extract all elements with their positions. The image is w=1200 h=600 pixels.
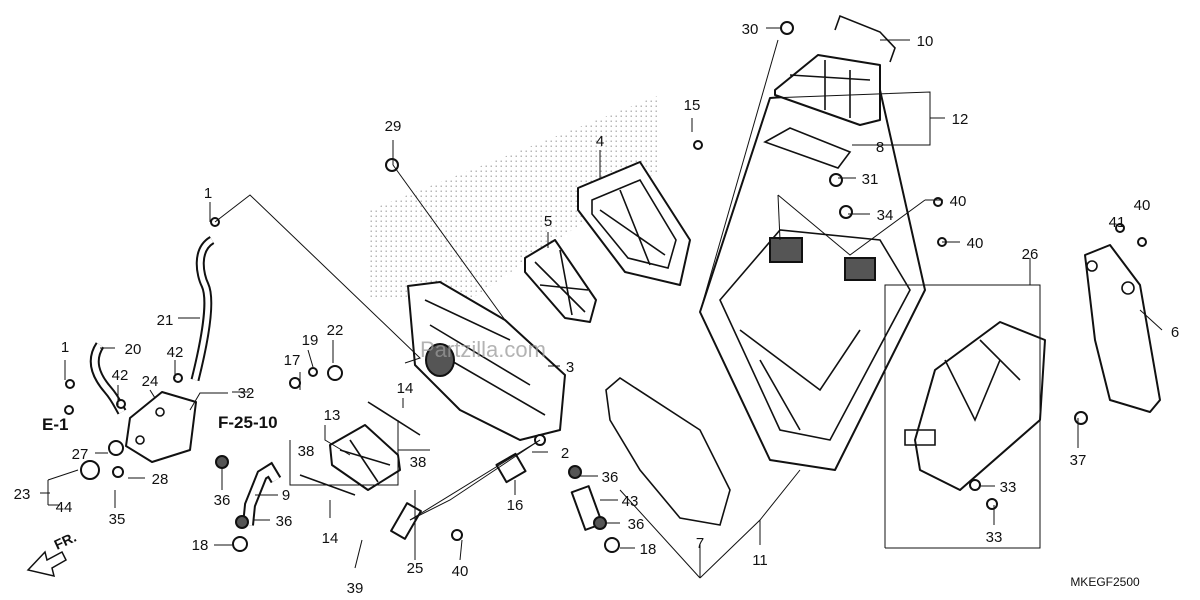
front-direction-arrow: FR. [26, 529, 79, 578]
callout-36a: 36 [214, 492, 231, 509]
callout-40a: 40 [950, 193, 967, 210]
ref-e-1: E-1 [42, 415, 68, 434]
callout-32: 32 [238, 385, 255, 402]
callout-34: 34 [877, 207, 894, 224]
callout-44: 44 [56, 499, 73, 516]
callout-7: 7 [696, 535, 704, 552]
callout-8: 8 [876, 139, 884, 156]
callout-26: 26 [1022, 246, 1039, 263]
callout-39: 39 [347, 580, 364, 597]
callout-14b: 14 [322, 530, 339, 547]
callout-36c: 36 [602, 469, 619, 486]
air-filter-element-shape [577, 161, 691, 286]
breather-box-shape [125, 391, 197, 463]
callout-25: 25 [407, 560, 424, 577]
callout-33b: 33 [986, 529, 1003, 546]
leader-lines [40, 27, 1163, 579]
callout-16: 16 [507, 497, 524, 514]
callout-2: 2 [561, 445, 569, 462]
callout-14a: 14 [397, 380, 414, 397]
callout-4: 4 [596, 133, 604, 150]
callout-15: 15 [684, 97, 701, 114]
callout-19: 19 [302, 332, 319, 349]
callout-38b: 38 [410, 454, 427, 471]
element-holder-shape [524, 239, 597, 323]
callout-30: 30 [742, 21, 759, 38]
callout-31: 31 [862, 171, 879, 188]
callout-43: 43 [622, 493, 639, 510]
callout-38a: 38 [298, 443, 315, 460]
callout-35: 35 [109, 511, 126, 528]
duct-gasket-shape [763, 127, 852, 169]
callout-18a: 18 [192, 537, 209, 554]
callout-40c: 40 [1134, 197, 1151, 214]
callout-20: 20 [125, 341, 142, 358]
shading-region [370, 95, 660, 300]
callout-27: 27 [72, 446, 89, 463]
callout-36b: 36 [276, 513, 293, 530]
callout-12: 12 [952, 111, 969, 128]
side-cover-assembly-shape [904, 321, 1046, 491]
callout-40b: 40 [967, 235, 984, 252]
callout-1b: 1 [61, 339, 69, 356]
ref-f-25-10: F-25-10 [218, 413, 278, 432]
watermark: Partzilla.com [420, 337, 546, 362]
hose-9-fill [244, 464, 280, 526]
callout-28: 28 [152, 471, 169, 488]
callout-40d: 40 [452, 563, 469, 580]
clip-shape [834, 14, 896, 63]
air-cleaner-housing-shape [699, 89, 926, 471]
callout-37: 37 [1070, 452, 1087, 469]
callout-6: 6 [1171, 324, 1179, 341]
front-label: FR. [52, 529, 79, 553]
callout-24: 24 [142, 373, 159, 390]
callout-21: 21 [157, 312, 174, 329]
callout-33a: 33 [1000, 479, 1017, 496]
callout-36d: 36 [628, 516, 645, 533]
callout-10: 10 [917, 33, 934, 50]
air-cleaner-case-shape [407, 281, 566, 441]
callout-11: 11 [752, 552, 768, 569]
callout-labels: 1 1 2 3 4 5 6 7 8 9 10 11 12 13 14 14 15… [14, 21, 1180, 597]
callout-1a: 1 [204, 185, 212, 202]
callout-9: 9 [282, 487, 290, 504]
reed-valve-detail [339, 439, 391, 483]
callout-3: 3 [566, 359, 574, 376]
callout-22: 22 [327, 322, 344, 339]
callout-17: 17 [284, 352, 301, 369]
hose-21-fill [192, 237, 214, 381]
callout-41: 41 [1109, 214, 1126, 231]
callout-18b: 18 [640, 541, 657, 558]
callout-42b: 42 [167, 344, 184, 361]
callout-5: 5 [544, 213, 552, 230]
callout-29: 29 [385, 118, 402, 135]
callout-13: 13 [324, 407, 341, 424]
case-gasket-shape [605, 377, 731, 526]
intake-duct-shape [774, 54, 881, 126]
callout-23: 23 [14, 486, 31, 503]
callout-42a: 42 [112, 367, 129, 384]
diagram-code: MKEGF2500 [1070, 575, 1140, 589]
side-cover-shape [1084, 244, 1161, 413]
